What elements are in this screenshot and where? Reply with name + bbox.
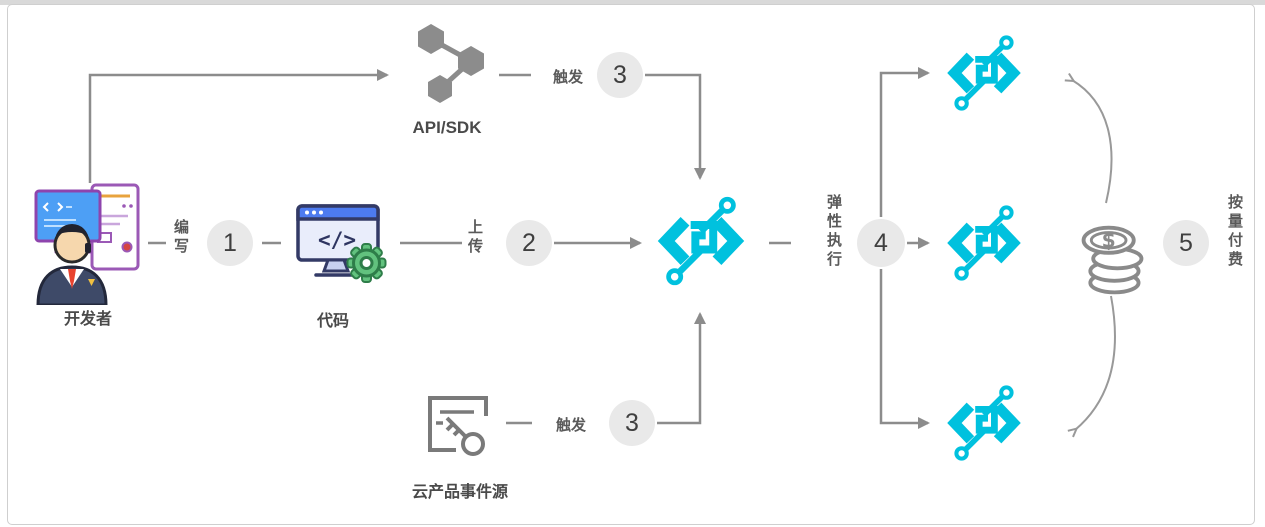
developer-caption: 开发者 [63, 311, 112, 328]
connector-elastic-to-instance-top [879, 67, 930, 217]
function-compute-icon [947, 35, 1021, 111]
function-compute-icon [657, 196, 745, 286]
step-circle-3-top: 3 [597, 52, 643, 98]
svg-text:</>: </> [318, 228, 356, 252]
event-source-node [420, 386, 500, 471]
top-strip [0, 0, 1265, 5]
curve-billing-to-instance-top [1072, 80, 1113, 204]
apisdk-node [404, 19, 494, 120]
billing-node: $ [1072, 198, 1154, 303]
connector-developer-to-apisdk [88, 69, 389, 183]
certificate-key-icon [428, 396, 488, 456]
connector-trigger-top-to-fc [645, 73, 706, 180]
elastic-exec-label: 弹性执行 [825, 194, 842, 270]
gear-icon [346, 243, 387, 283]
step-circle-5: 5 [1163, 220, 1209, 266]
pay-per-use-label: 按量付费 [1226, 194, 1243, 270]
diagram-frame [7, 4, 1255, 525]
function-compute-icon [947, 205, 1021, 281]
svg-text:$: $ [1102, 228, 1116, 252]
connector-elastic-to-instance-bottom [879, 269, 930, 429]
trigger-top-label: 触发 [552, 69, 583, 86]
function-instance-middle [944, 203, 1024, 288]
connector-trigger-bottom-to-fc [657, 312, 706, 425]
hexagon-network-icon [418, 24, 484, 103]
code-monitor-gear-icon: </> [296, 204, 387, 283]
step-circle-4: 4 [857, 219, 905, 267]
step-circle-1: 1 [207, 220, 253, 266]
step-circle-2: 2 [506, 220, 552, 266]
code-caption: 代码 [316, 313, 349, 330]
function-instance-bottom [944, 383, 1024, 468]
step-circle-3-bottom: 3 [609, 400, 655, 446]
developer-workstation-icon [34, 183, 140, 307]
function-compute-center [654, 194, 748, 293]
developer-node [32, 181, 144, 310]
coin-stack-icon: $ [1081, 225, 1144, 295]
code-node: </> [290, 200, 396, 297]
curve-billing-to-instance-bottom [1075, 295, 1116, 430]
function-instance-top [944, 33, 1024, 118]
write-label: 编写 [172, 219, 189, 257]
apisdk-caption: API/SDK [412, 118, 482, 137]
upload-label: 上传 [466, 219, 483, 257]
trigger-bottom-label: 触发 [555, 417, 586, 434]
event-source-caption: 云产品事件源 [411, 484, 508, 501]
function-compute-icon [947, 385, 1021, 461]
